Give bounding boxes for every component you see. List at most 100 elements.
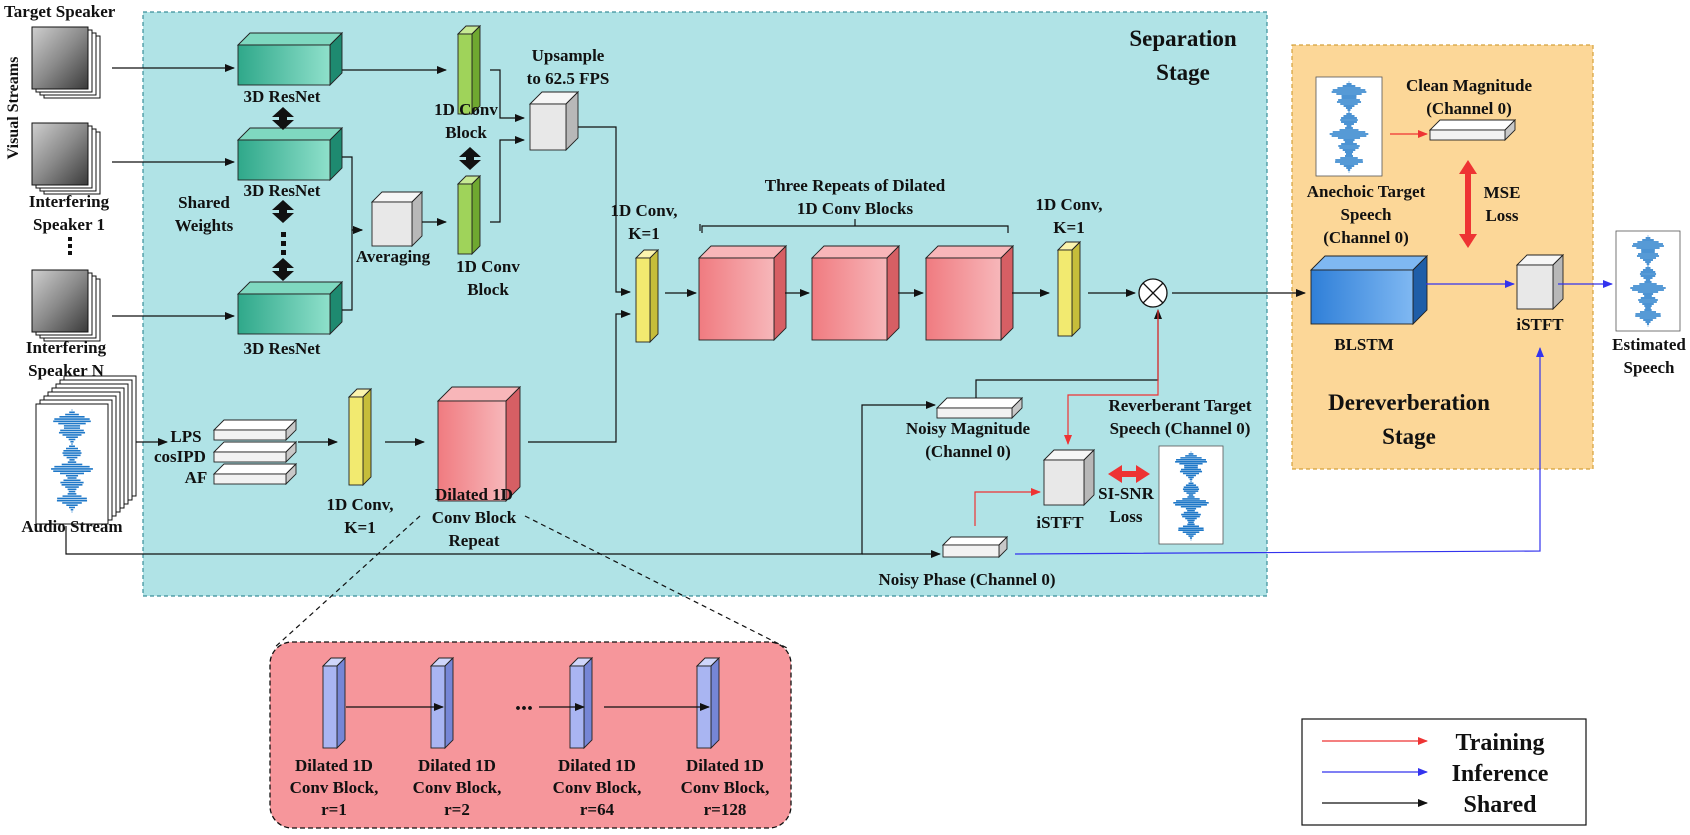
ellipsis-label: ... bbox=[515, 690, 533, 716]
si-snr-loss-label-line-0: SI-SNR bbox=[1098, 484, 1154, 503]
target-speaker-label: Target Speaker bbox=[4, 2, 116, 21]
conv-k1-audio-label-line-0: 1D Conv, bbox=[326, 495, 393, 514]
interfering-speaker-1-frames bbox=[31, 122, 101, 195]
dilated-zoom-label-3-line-1: Conv Block, bbox=[681, 778, 770, 797]
multiply-operator bbox=[1138, 278, 1168, 308]
conv-k1-audio bbox=[347, 387, 373, 487]
dereverb-stage-label-line-0: Dereverberation bbox=[1328, 390, 1490, 415]
shared-weights-label-line-0: Shared bbox=[178, 193, 230, 212]
dilated-zoom-label-0-line-0: Dilated 1D bbox=[295, 756, 373, 775]
target-speaker-frames bbox=[31, 26, 101, 99]
istft-cube-dereverb bbox=[1515, 253, 1565, 311]
noisy-magnitude-plate bbox=[935, 396, 1024, 420]
resnet-block-target bbox=[236, 31, 344, 87]
shared-weights-label-line-1: Weights bbox=[175, 216, 234, 235]
audio-stream-label: Audio Stream bbox=[21, 517, 122, 536]
feature-plate-af bbox=[212, 462, 298, 486]
resnet-label-2: 3D ResNet bbox=[244, 181, 321, 200]
dilated-zoom-label-1-line-2: r=2 bbox=[444, 800, 470, 819]
dilated-block-1 bbox=[697, 244, 788, 342]
dilated-block-3 bbox=[924, 244, 1015, 342]
istft-dereverb-label: iSTFT bbox=[1516, 315, 1564, 334]
anechoic-waveform bbox=[1329, 81, 1369, 173]
mse-loss-label-line-0: MSE bbox=[1484, 183, 1521, 202]
conv-k1-left bbox=[634, 248, 660, 344]
averaging-cube bbox=[370, 190, 424, 248]
dilated-zoom-block-2 bbox=[568, 656, 594, 750]
training-connections bbox=[974, 130, 1428, 526]
interfering-speaker-1-label-line-0: Interfering bbox=[29, 192, 110, 211]
conv-block-green-top bbox=[456, 24, 482, 116]
reverberant-target-label-line-1: Speech (Channel 0) bbox=[1110, 419, 1251, 438]
noisy-phase-label: Noisy Phase (Channel 0) bbox=[878, 570, 1055, 589]
noisy-phase-plate bbox=[941, 535, 1009, 559]
dilated-detail-box bbox=[269, 641, 792, 829]
resnet-block-interfering-n bbox=[236, 280, 344, 336]
mse-loss-label-line-1: Loss bbox=[1485, 206, 1518, 225]
inference-connections bbox=[1014, 280, 1613, 555]
loss-arrows bbox=[1108, 160, 1477, 483]
dilated-zoom-label-1-line-1: Conv Block, bbox=[413, 778, 502, 797]
anechoic-target-label-line-2: (Channel 0) bbox=[1323, 228, 1408, 247]
dilated-zoom-label-2-line-0: Dilated 1D bbox=[558, 756, 636, 775]
af-label: AF bbox=[185, 468, 208, 487]
separation-stage-label-line-0: Separation bbox=[1129, 26, 1237, 51]
dilated-zoom-label-0-line-1: Conv Block, bbox=[290, 778, 379, 797]
visual-streams-label: Visual Streams bbox=[5, 57, 22, 160]
resnet-label-3: 3D ResNet bbox=[244, 339, 321, 358]
clean-magnitude-label-line-1: (Channel 0) bbox=[1426, 99, 1511, 118]
interfering-speaker-n-frames bbox=[31, 269, 101, 342]
upsample-cube bbox=[528, 90, 580, 152]
shared-connections bbox=[65, 64, 1306, 711]
dilated-zoom-label-3-line-0: Dilated 1D bbox=[686, 756, 764, 775]
estimated-speech-label-line-1: Speech bbox=[1624, 358, 1676, 377]
conv-block-bottom-label-line-1: Block bbox=[467, 280, 509, 299]
resnet-block-interfering-1 bbox=[236, 126, 344, 182]
separation-stage-label-line-1: Stage bbox=[1156, 60, 1210, 85]
legend-shared-label: Shared bbox=[1464, 792, 1538, 818]
istft-separation-label: iSTFT bbox=[1036, 513, 1084, 532]
conv-block-green-bottom bbox=[456, 174, 482, 256]
dilated-zoom-block-1 bbox=[429, 656, 455, 750]
conv-block-top-label-line-0: 1D Conv bbox=[434, 100, 498, 119]
blstm-block bbox=[1309, 254, 1429, 326]
istft-cube-separation bbox=[1042, 448, 1096, 507]
conv-k1-right bbox=[1056, 240, 1082, 338]
dilated-zoom-label-0-line-2: r=1 bbox=[321, 800, 347, 819]
dilated-repeat-label-line-0: Dilated 1D bbox=[435, 485, 513, 504]
dilated-zoom-label-1-line-0: Dilated 1D bbox=[418, 756, 496, 775]
lps-label: LPS bbox=[170, 427, 201, 446]
reverberant-waveform bbox=[1173, 451, 1209, 541]
cosipd-label: cosIPD bbox=[154, 447, 206, 466]
dilated-block-repeat bbox=[436, 385, 522, 503]
three-repeats-label-line-1: 1D Conv Blocks bbox=[797, 199, 914, 218]
dilated-zoom-block-3 bbox=[695, 656, 721, 750]
dilated-zoom-label-2-line-2: r=64 bbox=[580, 800, 615, 819]
conv-k1-left-label-line-1: K=1 bbox=[628, 224, 659, 243]
resnet-label-1: 3D ResNet bbox=[244, 87, 321, 106]
legend-training-label: Training bbox=[1456, 730, 1545, 756]
clean-magnitude-label-line-0: Clean Magnitude bbox=[1406, 76, 1533, 95]
interfering-speaker-1-label-line-1: Speaker 1 bbox=[33, 215, 105, 234]
feature-plate-cosipd bbox=[212, 440, 298, 464]
conv-k1-audio-label-line-1: K=1 bbox=[344, 518, 375, 537]
dereverb-stage-label-line-1: Stage bbox=[1382, 424, 1436, 449]
legend-inference-label: Inference bbox=[1452, 761, 1549, 787]
conv-k1-right-label-line-0: 1D Conv, bbox=[1035, 195, 1102, 214]
conv-block-bottom-label-line-0: 1D Conv bbox=[456, 257, 520, 276]
feature-plate-lps bbox=[212, 418, 298, 442]
audio-waveform bbox=[51, 409, 93, 513]
reverberant-target-label-line-0: Reverberant Target bbox=[1108, 396, 1251, 415]
noisy-magnitude-label-line-0: Noisy Magnitude bbox=[906, 419, 1031, 438]
averaging-label: Averaging bbox=[356, 247, 431, 266]
interfering-speaker-n-label-line-1: Speaker N bbox=[28, 361, 104, 380]
zoom-lines bbox=[273, 515, 788, 649]
interfering-speaker-n-label-line-0: Interfering bbox=[26, 338, 107, 357]
blstm-label: BLSTM bbox=[1334, 335, 1394, 354]
audio-stream-stack bbox=[35, 375, 137, 525]
anechoic-target-label-line-1: Speech bbox=[1341, 205, 1393, 224]
estimated-waveform bbox=[1630, 235, 1666, 327]
clean-magnitude-plate bbox=[1428, 118, 1517, 142]
anechoic-target-label-line-0: Anechoic Target bbox=[1307, 182, 1426, 201]
